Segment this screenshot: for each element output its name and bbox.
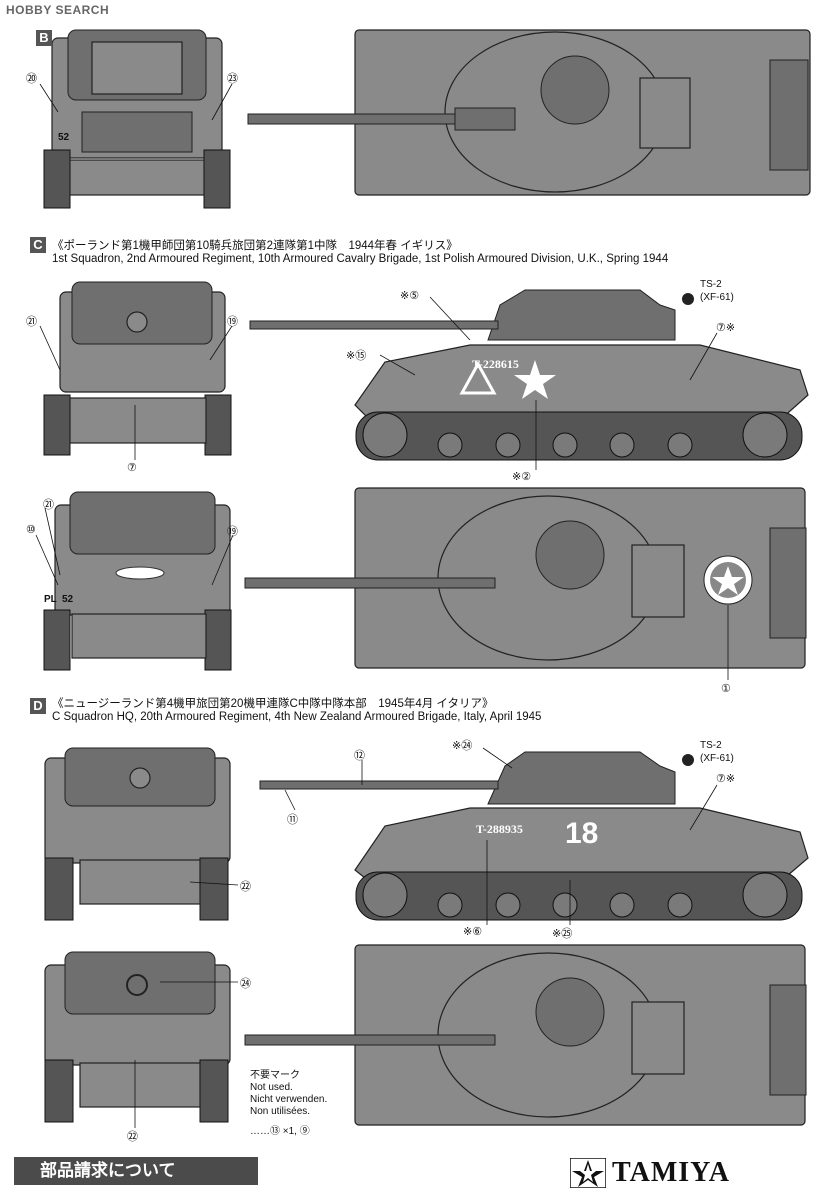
b-plate-number: 52 [58,132,70,143]
brand-name: TAMIYA [612,1157,731,1188]
d-paint-ref: (XF-61) [700,753,734,764]
callout-c-5: ※⑤ [400,290,420,302]
not-used-block: 不要マーク Not used. Nicht verwenden. Non uti… [250,1070,327,1138]
callout-c2-19: ⑲ [227,526,238,538]
tamiya-brand: TAMIYA [570,1157,731,1188]
section-d-title-jp: 《ニュージーランド第4機甲旅団第20機甲連隊C中隊中隊本部 1945年4月 イタ… [52,698,494,710]
c-front-view-2 [43,491,232,671]
callout-d-25: ※㉕ [552,928,573,940]
callout-d-11: ⑪ [287,814,298,826]
c-side-view [249,289,809,461]
section-d-title-en: C Squadron HQ, 20th Armoured Regiment, 4… [52,711,542,723]
callout-d-12: ⑫ [354,750,365,762]
callout-c-7-right: ⑦※ [716,322,736,334]
c-serial-number: T-228615 [472,357,519,371]
c-paint-code: TS-2 [700,279,722,290]
section-badge-c: C [30,237,46,253]
d-front-view-1 [44,747,231,921]
tamiya-star-logo-icon [570,1158,606,1188]
callout-d-7-right: ⑦※ [716,773,736,785]
not-used-en: Not used. [250,1082,293,1093]
callout-c-15: ※⑮ [346,350,367,362]
parts-request-banner: 部品請求について [14,1157,258,1185]
callout-d-22: ㉒ [240,881,251,893]
c-front-view-1 [43,281,232,456]
c-plate-pl: PL [44,594,57,605]
callout-c-2: ※② [512,471,532,483]
section-c-title-jp: 《ポーランド第1機甲師団第10騎兵旅団第2連隊第1中隊 1944年春 イギリス》 [52,240,458,252]
not-used-parts: ……⑬ ×1, ⑨ [250,1126,310,1137]
callout-b-23: ㉓ [227,73,238,85]
d-top-view [244,944,807,1126]
section-badge-d: D [30,698,46,714]
d-hull-number: 18 [565,817,599,850]
c-top-view [244,487,807,669]
callout-d2-22: ㉒ [127,1131,138,1143]
callout-c2-1: ① [721,683,731,695]
c-plate-number: 52 [62,594,74,605]
d-front-view-2 [44,951,231,1123]
d-paint-code: TS-2 [700,740,722,751]
d-serial-number: T-288935 [476,822,523,836]
paint-drop-d [682,754,694,766]
not-used-de: Nicht verwenden. [250,1094,328,1105]
callout-c2-21: ㉑ [43,499,54,511]
d-side-view [259,751,809,921]
paint-drop-c [682,293,694,305]
section-c-title-en: 1st Squadron, 2nd Armoured Regiment, 10t… [52,253,669,265]
callout-d-6: ※⑥ [463,926,483,938]
not-used-jp: 不要マーク [250,1070,300,1081]
section-badge-b: B [36,30,52,46]
c-paint-ref: (XF-61) [700,292,734,303]
watermark: HOBBY SEARCH [6,3,110,17]
b-top-view [247,29,811,196]
callout-lines [35,83,729,1128]
callout-b-20: ⑳ [26,73,37,85]
b-front-view [43,29,231,209]
callout-c-19: ⑲ [227,316,238,328]
not-used-fr: Non utilisées. [250,1106,311,1117]
callout-c-21: ㉑ [26,316,37,328]
callout-d-24: ※㉔ [452,740,473,752]
callout-c2-10: ⑩ [26,524,36,536]
callout-d2-24: ㉔ [240,978,251,990]
callout-c-7: ⑦ [127,462,137,474]
